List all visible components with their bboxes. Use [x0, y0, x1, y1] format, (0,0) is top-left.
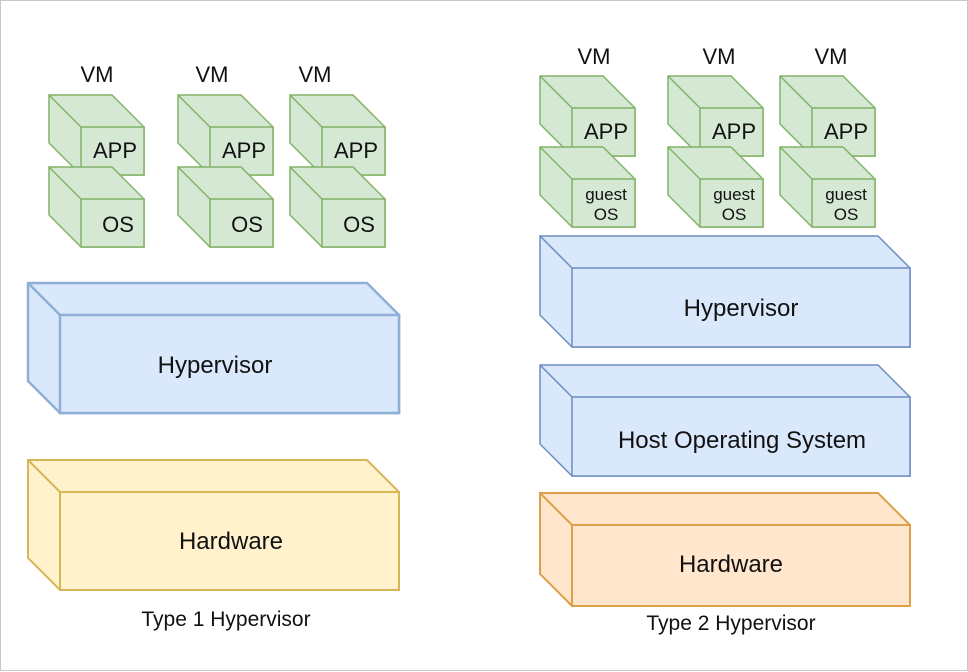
- app-cube: [177, 94, 274, 176]
- app-cube: [48, 94, 145, 176]
- guest-os-label-line1: guest: [585, 185, 627, 204]
- hypervisor-box: [539, 235, 911, 348]
- type1-vm1-label: VM: [81, 62, 114, 87]
- type1-vm3-label: VM: [299, 62, 332, 87]
- type2-vm2-label: VM: [703, 44, 736, 69]
- app-cube: [779, 75, 876, 157]
- type1-hypervisor-label: Hypervisor: [158, 352, 273, 379]
- type1-caption: Type 1 Hypervisor: [141, 608, 310, 631]
- type2-vm3-label: VM: [815, 44, 848, 69]
- app-label: APP: [824, 119, 868, 144]
- guest-os-cube: [539, 146, 636, 228]
- type1-group: VM VM VM APP OS APP OS APP OS Hypervisor Hard…: [26, 62, 401, 631]
- guest-os-cube: [779, 146, 876, 228]
- os-cube: [48, 166, 145, 248]
- type2-hypervisor-label: Hypervisor: [684, 295, 799, 322]
- type2-group: VM VM VM APPguestOSAPPguestOSAPPguestOS …: [539, 44, 911, 635]
- type2-vm1-label: VM: [578, 44, 611, 69]
- hypervisor-box: [26, 281, 401, 415]
- type2-host-os-layer: [539, 364, 911, 477]
- type2-host-os-label: Host Operating System: [618, 427, 866, 454]
- hardware-box: [539, 492, 911, 607]
- guest-os-label-line2: OS: [834, 205, 859, 224]
- os-label: OS: [343, 212, 375, 237]
- type2-hypervisor-layer: [539, 235, 911, 348]
- guest-os-label-line1: guest: [825, 185, 867, 204]
- hardware-box: [27, 459, 400, 591]
- guest-os-cube: [667, 146, 764, 228]
- guest-os-label-line2: OS: [594, 205, 619, 224]
- os-cube: [177, 166, 274, 248]
- os-cube: [289, 166, 386, 248]
- app-cube: [667, 75, 764, 157]
- guest-os-label-line1: guest: [713, 185, 755, 204]
- type2-hardware-layer: [539, 492, 911, 607]
- guest-os-label-line2: OS: [722, 205, 747, 224]
- app-label: APP: [712, 119, 756, 144]
- os-label: OS: [231, 212, 263, 237]
- os-label: OS: [102, 212, 134, 237]
- type1-hypervisor-layer: [26, 281, 401, 415]
- app-cube: [289, 94, 386, 176]
- host-os-box: [539, 364, 911, 477]
- type2-hardware-label: Hardware: [679, 551, 783, 578]
- type1-vm-cubes: APP OS APP OS APP OS: [48, 94, 386, 248]
- type1-vm2-label: VM: [196, 62, 229, 87]
- app-label: APP: [93, 138, 137, 163]
- type2-caption: Type 2 Hypervisor: [646, 612, 815, 635]
- type1-hardware-label: Hardware: [179, 528, 283, 555]
- app-label: APP: [584, 119, 628, 144]
- app-cube: [539, 75, 636, 157]
- app-label: APP: [222, 138, 266, 163]
- type1-hardware-layer: [27, 459, 400, 591]
- app-label: APP: [334, 138, 378, 163]
